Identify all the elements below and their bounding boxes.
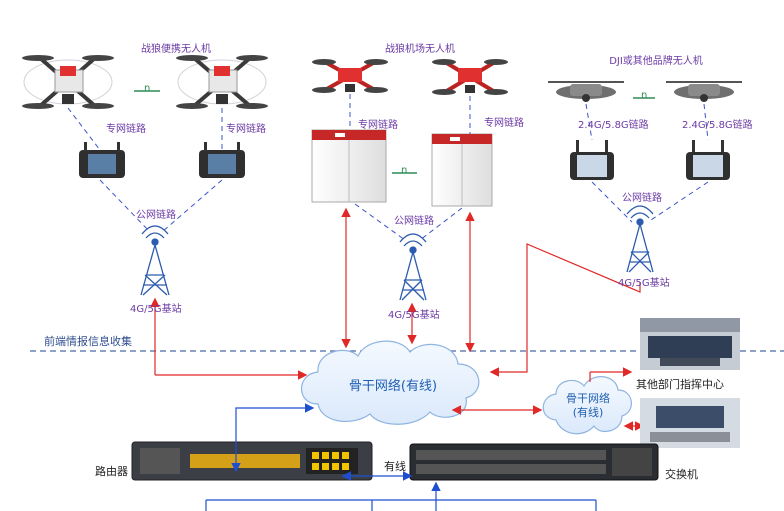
group-label-airport: 战狼机场无人机 (385, 44, 455, 55)
links-left (67, 107, 223, 233)
controller-2 (199, 142, 245, 178)
command-center-1-image (640, 318, 740, 370)
base-station-label-3: 4G/5G基站 (618, 278, 670, 289)
portable-drone-2 (176, 55, 268, 109)
airport-drone-1 (312, 59, 388, 93)
controller-3 (570, 140, 614, 180)
base-station-label-1: 4G/5G基站 (130, 304, 182, 315)
tower-mid (399, 233, 427, 301)
links-right (585, 103, 709, 223)
public-link-label-2: 公网链路 (394, 216, 434, 227)
controller-1 (79, 142, 125, 178)
backbone-label: 骨干网络(有线) (348, 379, 438, 394)
hangar-1 (311, 129, 387, 203)
pair-label-dji: n (641, 90, 648, 101)
links-mid (349, 94, 471, 241)
command-center-2-image (640, 398, 740, 448)
backbone-cloud-2 (542, 376, 632, 435)
public-link-label-1: 公网链路 (136, 210, 176, 221)
airport-drone-2 (432, 59, 508, 95)
public-link-label-3: 公网链路 (622, 193, 662, 204)
private-link-label-1: 专网链路 (106, 124, 146, 135)
backbone2-label-line2: (有线) (572, 406, 604, 419)
router-label: 路由器 (95, 465, 128, 478)
backbone2-label-line1: 骨干网络 (566, 392, 610, 405)
group-label-dji: DJI或其他品牌无人机 (609, 56, 703, 67)
blue-links (205, 403, 597, 511)
tower-left (140, 225, 170, 296)
pair-label-airport: n (401, 165, 408, 176)
hangar-2 (431, 133, 493, 207)
router-device (131, 441, 373, 481)
switch-label: 交换机 (665, 468, 698, 481)
front-end-label: 前端情报信息收集 (44, 335, 132, 348)
other-dept-label: 其他部门指挥中心 (636, 378, 724, 391)
controller-4 (686, 140, 730, 180)
private-link-label-3: 专网链路 (358, 120, 398, 131)
wired-label: 有线 (384, 460, 406, 473)
pair-label-portable: n (144, 83, 151, 94)
band-link-label-2: 2.4G/5.8G链路 (682, 120, 753, 131)
dji-drone-1 (548, 81, 624, 102)
private-link-label-4: 专网链路 (484, 118, 524, 129)
red-links (150, 207, 645, 431)
group-label-portable: 战狼便携无人机 (141, 44, 211, 55)
dji-drone-2 (666, 81, 742, 102)
private-link-label-2: 专网链路 (226, 124, 266, 135)
portable-drone-1 (22, 55, 114, 109)
switch-device (409, 443, 659, 481)
band-link-label-1: 2.4G/5.8G链路 (578, 120, 649, 131)
base-station-label-2: 4G/5G基站 (388, 310, 440, 321)
tower-right (626, 205, 654, 273)
backbone-cloud (301, 340, 480, 425)
